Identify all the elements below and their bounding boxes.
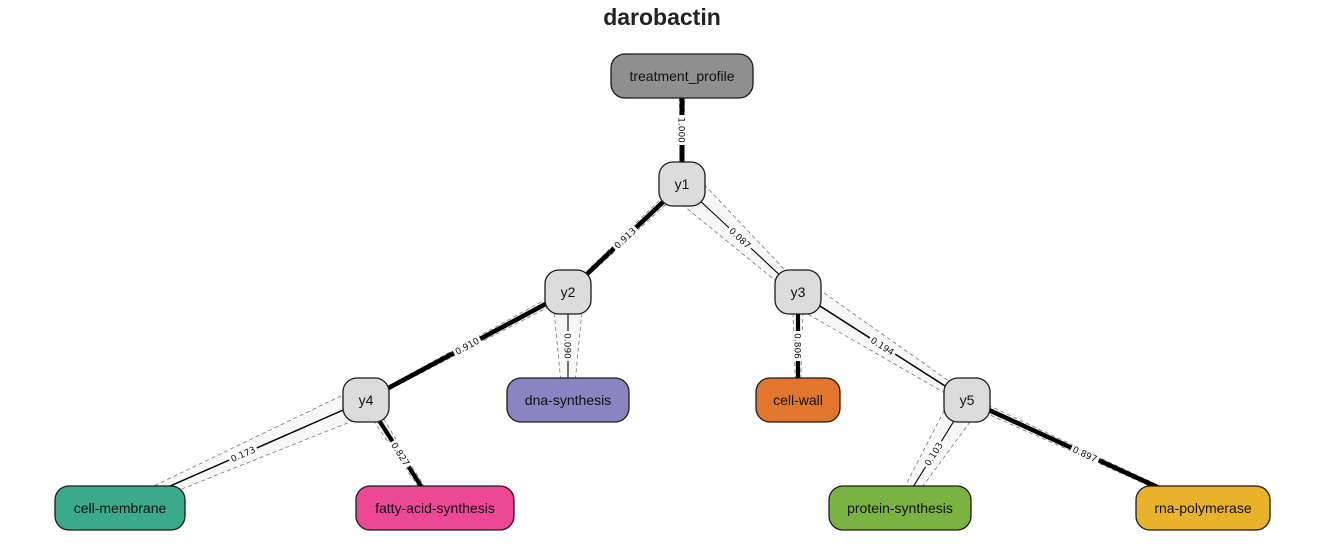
node-box	[544, 269, 592, 315]
node-fatty-acid-synthesis[interactable]: fatty-acid-synthesis	[355, 485, 515, 531]
edge-weight-label: 0.827	[386, 437, 415, 471]
edge-weight-label: 1.000	[675, 115, 689, 145]
node-y4[interactable]: y4	[342, 377, 390, 423]
edge-label-text: 0.806	[792, 333, 802, 359]
node-protein-synthesis[interactable]: protein-synthesis	[828, 485, 972, 531]
node-rna-polymerase[interactable]: rna-polymerase	[1135, 485, 1271, 531]
node-cell-membrane[interactable]: cell-membrane	[54, 485, 186, 531]
edge-label-bg	[724, 223, 756, 253]
node-treatment_profile[interactable]: treatment_profile	[610, 53, 754, 99]
edge-label-bg	[386, 437, 415, 471]
edge-label-bg	[866, 332, 899, 360]
node-label: y2	[561, 284, 576, 300]
node-label: dna-synthesis	[525, 392, 611, 408]
node-box	[1135, 485, 1271, 531]
edge-label-text: 1.000	[676, 117, 686, 143]
node-box	[755, 377, 841, 423]
node-label: fatty-acid-synthesis	[375, 500, 495, 516]
edge-label-bg	[1068, 441, 1102, 467]
edge-label-bg	[226, 442, 260, 466]
node-label: rna-polymerase	[1154, 500, 1251, 516]
node-label: treatment_profile	[629, 68, 734, 84]
edge-weight-label: 0.897	[1068, 441, 1102, 467]
edges-layer	[117, 75, 1205, 514]
node-box	[658, 161, 706, 207]
node-box	[54, 485, 186, 531]
node-dna-synthesis[interactable]: dna-synthesis	[506, 377, 630, 423]
node-label: cell-wall	[773, 392, 823, 408]
node-box	[828, 485, 972, 531]
edge-weight-label: 0.090	[561, 331, 575, 361]
edge-label-text: 0.090	[562, 333, 572, 359]
node-y3[interactable]: y3	[774, 269, 822, 315]
node-y5[interactable]: y5	[943, 377, 991, 423]
edge-weight-label: 0.806	[791, 331, 805, 361]
nodes-layer: treatment_profile y1 y2 y3 y4 y5 dna-synthesis…	[54, 53, 1271, 531]
diagram-title: darobactin	[603, 4, 721, 30]
node-box	[943, 377, 991, 423]
node-label: y5	[960, 392, 975, 408]
node-label: y4	[359, 392, 374, 408]
node-box	[355, 485, 515, 531]
edge-label-bg	[609, 222, 641, 254]
node-label: cell-membrane	[74, 500, 167, 516]
node-cell-wall[interactable]: cell-wall	[755, 377, 841, 423]
edge-label-bg	[561, 331, 575, 361]
edge-label-bg	[450, 333, 484, 359]
node-label: y1	[675, 176, 690, 192]
node-box	[342, 377, 390, 423]
node-y1[interactable]: y1	[658, 161, 706, 207]
edge-label-bg	[675, 115, 689, 145]
node-label: y3	[791, 284, 806, 300]
node-box	[506, 377, 630, 423]
edge-label-bg	[920, 437, 947, 471]
node-box	[610, 53, 754, 99]
edge-weight-label: 0.910	[450, 333, 484, 359]
edge-label-bg	[791, 331, 805, 361]
node-y2[interactable]: y2	[544, 269, 592, 315]
node-label: protein-synthesis	[847, 500, 953, 516]
node-box	[774, 269, 822, 315]
